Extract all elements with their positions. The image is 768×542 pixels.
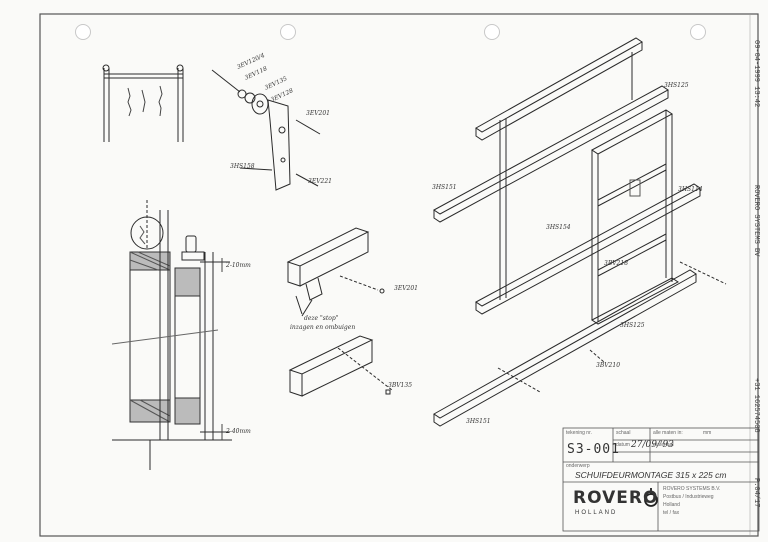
- dims-unit: mm: [703, 430, 712, 436]
- profile-detail-lower: [288, 335, 393, 397]
- dims-label: alle maten in:: [653, 430, 683, 436]
- drawing-date: 27/09/'93: [631, 440, 674, 450]
- isometric-door-assembly: [433, 37, 727, 427]
- profile-detail-upper: [286, 227, 385, 317]
- company-line-3: Holland: [663, 502, 680, 508]
- brand-name: ROVERO: [573, 488, 659, 508]
- fax-page: P.04/17: [752, 478, 760, 508]
- small-frame-sketch: [102, 64, 184, 142]
- rovero-logo-ring: [644, 488, 658, 507]
- subject-label: onderwerp: [566, 463, 590, 469]
- brand-subtitle: HOLLAND: [575, 510, 618, 516]
- title-block: tekening nr. S3-001 schaal datum 27/09/'…: [563, 428, 759, 531]
- label-iso-bottom-bolt: 3BV210: [596, 362, 621, 369]
- punch-hole: [690, 24, 706, 40]
- date-label: datum: [616, 442, 630, 448]
- drawing-no-label: tekening nr.: [566, 430, 592, 436]
- label-dim-bottom: 2-40mm: [226, 428, 251, 435]
- material-label: materiaal: [653, 442, 674, 448]
- sheet-border: [39, 13, 759, 537]
- drawing-subject: SCHUIFDEURMONTAGE 315 x 225 cm: [575, 470, 727, 480]
- label-iso-right-post: 3HS114: [678, 186, 703, 193]
- title-block-grid: [562, 427, 760, 532]
- scale-label: schaal: [616, 430, 631, 436]
- label-stop-note-2: inzagen en ombuigen: [290, 324, 356, 331]
- fax-date-time: 09-04-1999 13:42: [752, 40, 760, 108]
- section-view: [111, 200, 232, 470]
- label-rail-bolt: 3BV135: [388, 382, 413, 389]
- label-profile-bolt: 3EV201: [394, 285, 418, 292]
- label-iso-left-rail: 3HS151: [432, 184, 457, 191]
- company-line-2: Postbus / Industrieweg: [663, 494, 714, 500]
- label-stop-note-1: deze "stop": [304, 315, 339, 322]
- label-hanger-side: 3HS158: [230, 163, 255, 170]
- fax-company: ROVERO SYSTEMS BV: [752, 185, 760, 257]
- label-dim-top: 2-10mm: [226, 262, 251, 269]
- label-iso-wheel: 3BV218: [604, 260, 629, 267]
- label-iso-top-rail: 3HS125: [664, 82, 689, 89]
- label-iso-bottom-rail: 3HS125: [620, 322, 645, 329]
- hanger-detail: [211, 69, 321, 191]
- company-line-1: ROVERO SYSTEMS B.V.: [663, 486, 721, 492]
- punch-hole: [484, 24, 500, 40]
- drawing-number: S3-001: [567, 442, 620, 457]
- label-top-bolt-5: 3EV201: [306, 110, 330, 117]
- label-hanger-bottom: 3EV221: [308, 178, 332, 185]
- company-line-4: tel / fax: [663, 510, 680, 516]
- label-iso-door-frame: 3HS154: [546, 224, 571, 231]
- fax-phone: +31 162574508: [752, 378, 760, 433]
- punch-hole: [280, 24, 296, 40]
- label-iso-floor-rail: 3HS151: [466, 418, 491, 425]
- punch-hole: [75, 24, 91, 40]
